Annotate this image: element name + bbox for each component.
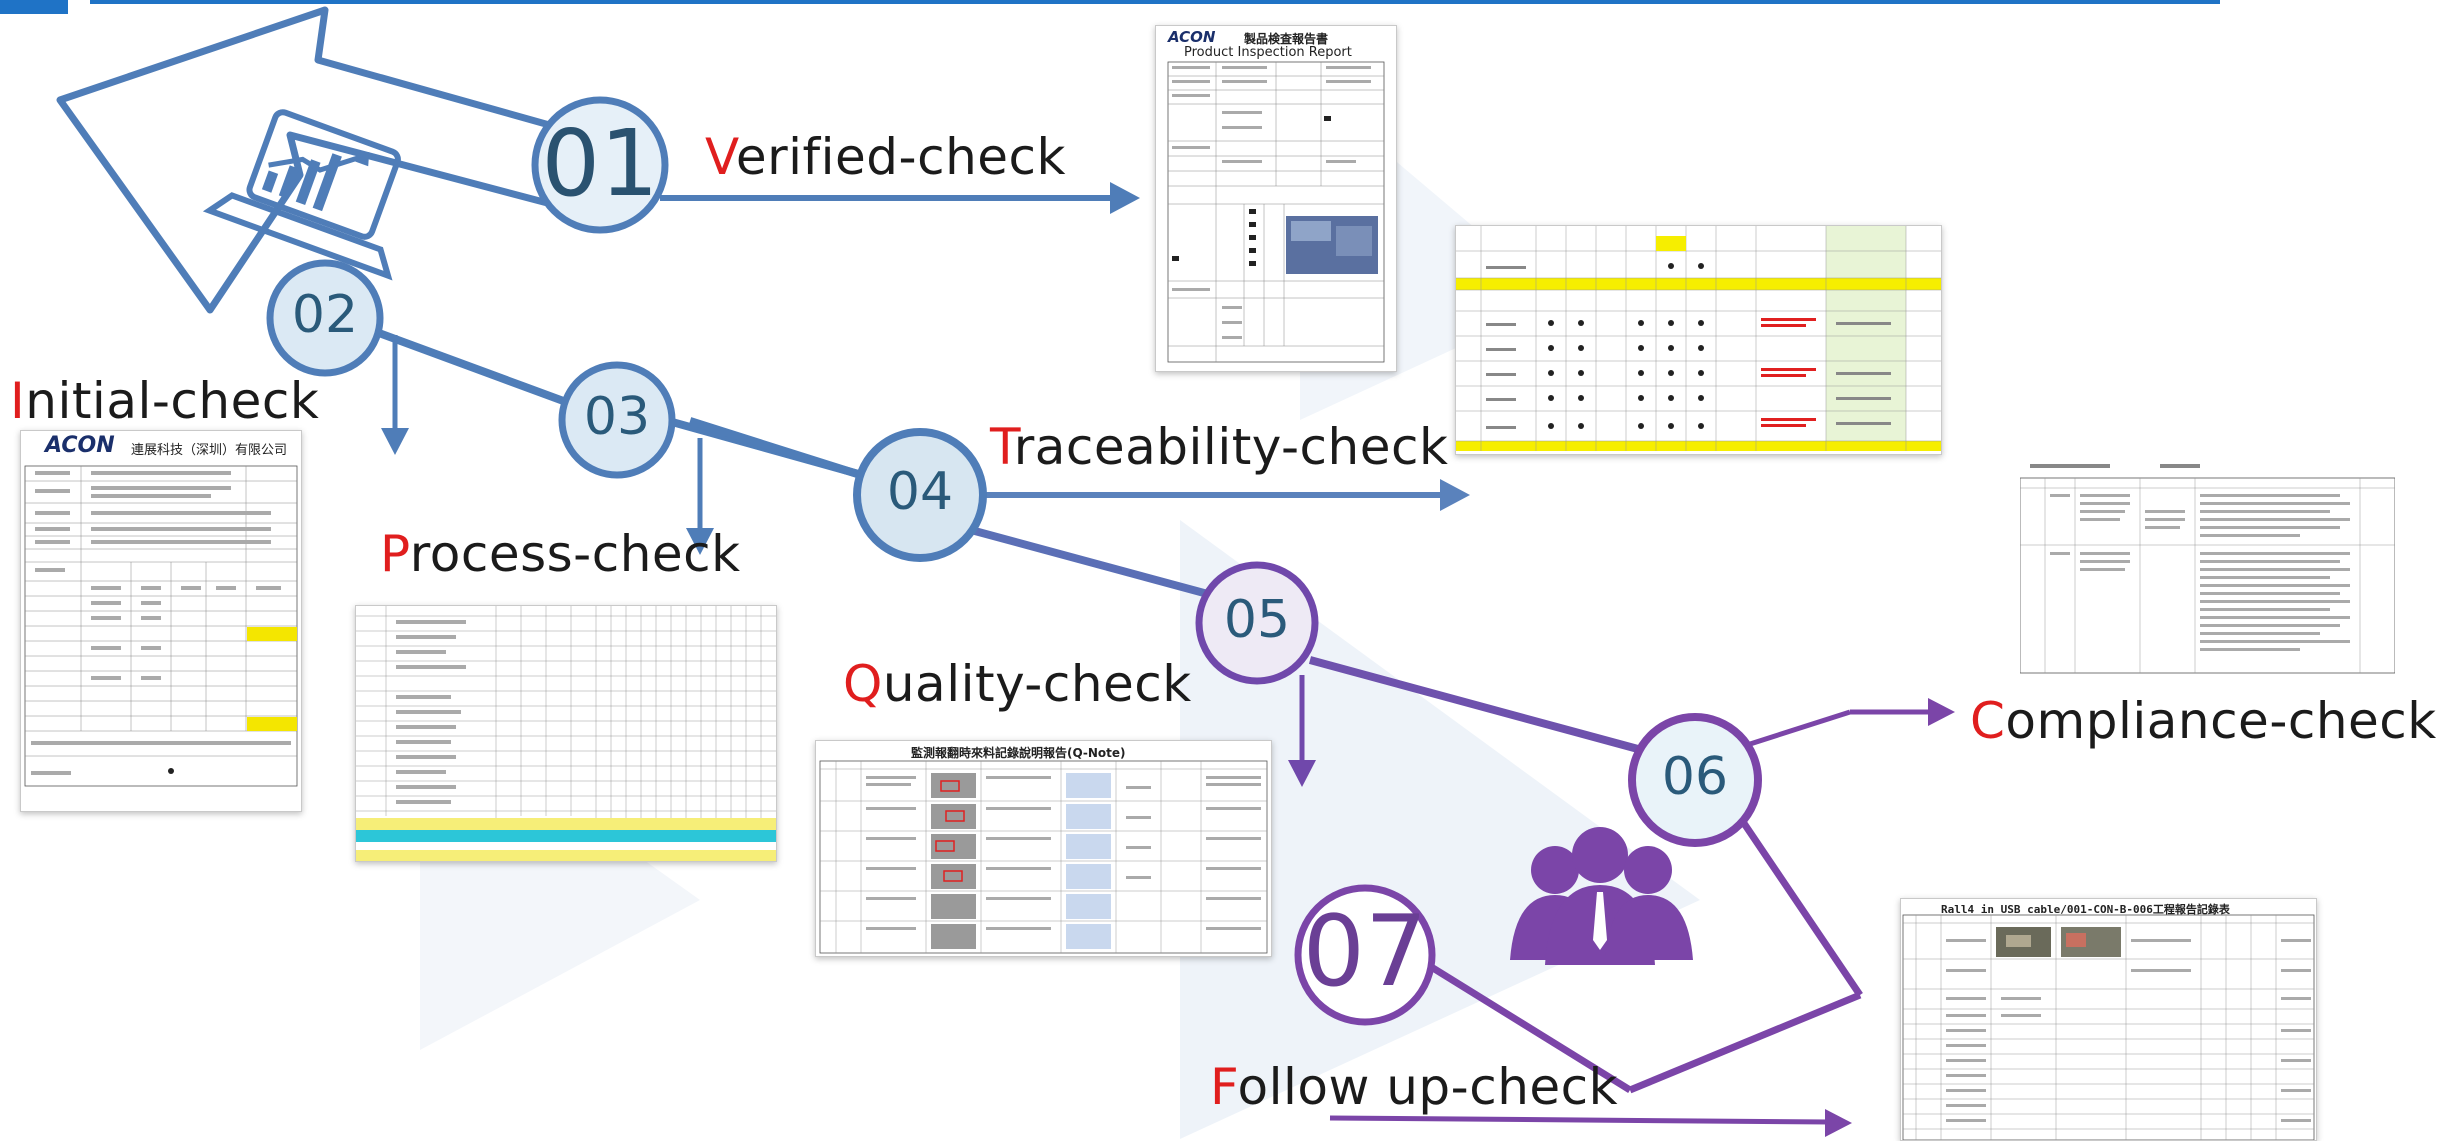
step-label-process: Process-check: [380, 525, 741, 583]
followup-doc-title: Rall4 in USB cable/001-CON-B-006工程報告記錄表: [1941, 903, 2230, 916]
acon-logo-2: ACON: [45, 433, 115, 458]
step-label-initial: Initial-check: [10, 372, 320, 430]
process-check-document: [355, 605, 777, 862]
step-label-compliance: Compliance-check: [1970, 692, 2437, 750]
step-number-03: 03: [583, 387, 651, 447]
acon-logo: ACON: [1168, 28, 1216, 46]
report-title-jp: 製品検査報告書: [1244, 32, 1329, 46]
quality-check-table: [819, 760, 1268, 954]
step-number-06: 06: [1661, 747, 1729, 807]
step-number-05: 05: [1223, 590, 1291, 650]
step-circle-06: [1628, 713, 1762, 847]
step-label-traceability: Traceability-check: [990, 418, 1449, 476]
step-circle-01: [531, 96, 669, 234]
compliance-document: [2020, 460, 2395, 675]
step-number-01: 01: [541, 110, 659, 217]
traceability-table: [1456, 226, 1941, 454]
step-circle-05: [1195, 561, 1319, 685]
step-circle-03: [558, 361, 676, 479]
step-number-04: 04: [886, 462, 954, 522]
traceability-document: [1455, 225, 1942, 455]
step-circle-04: [853, 428, 987, 562]
step-number-02: 02: [291, 285, 359, 345]
followup-document: Rall4 in USB cable/001-CON-B-006工程報告記錄表: [1900, 898, 2317, 1141]
step-number-07: 07: [1302, 895, 1428, 1009]
process-check-table: [356, 606, 776, 861]
initial-check-table: [24, 465, 298, 787]
step-circle-07: [1294, 884, 1436, 1026]
step-label-quality: Quality-check: [843, 655, 1192, 713]
quality-doc-title: 監測報翻時來料記錄說明報告(Q-Note): [911, 746, 1126, 760]
followup-table: [1902, 914, 2315, 1140]
step-label-followup: Follow up-check: [1210, 1058, 1619, 1116]
step-circle-02: [266, 259, 384, 377]
initial-check-document: ACON 連展科技（深圳）有限公司: [20, 430, 302, 812]
laptop-chart-icon: [202, 109, 401, 281]
company-name: 連展科技（深圳）有限公司: [131, 443, 288, 458]
step-label-verified: Verified-check: [705, 128, 1066, 186]
quality-check-document: 監測報翻時來料記錄說明報告(Q-Note): [815, 740, 1272, 957]
report-title-en: Product Inspection Report: [1184, 45, 1352, 60]
inspection-report-table: [1167, 61, 1385, 363]
people-group-icon: [1510, 827, 1693, 965]
inspection-report-document: ACON 製品検査報告書 Product Inspection Report: [1155, 25, 1397, 372]
compliance-table: [2020, 464, 2395, 674]
